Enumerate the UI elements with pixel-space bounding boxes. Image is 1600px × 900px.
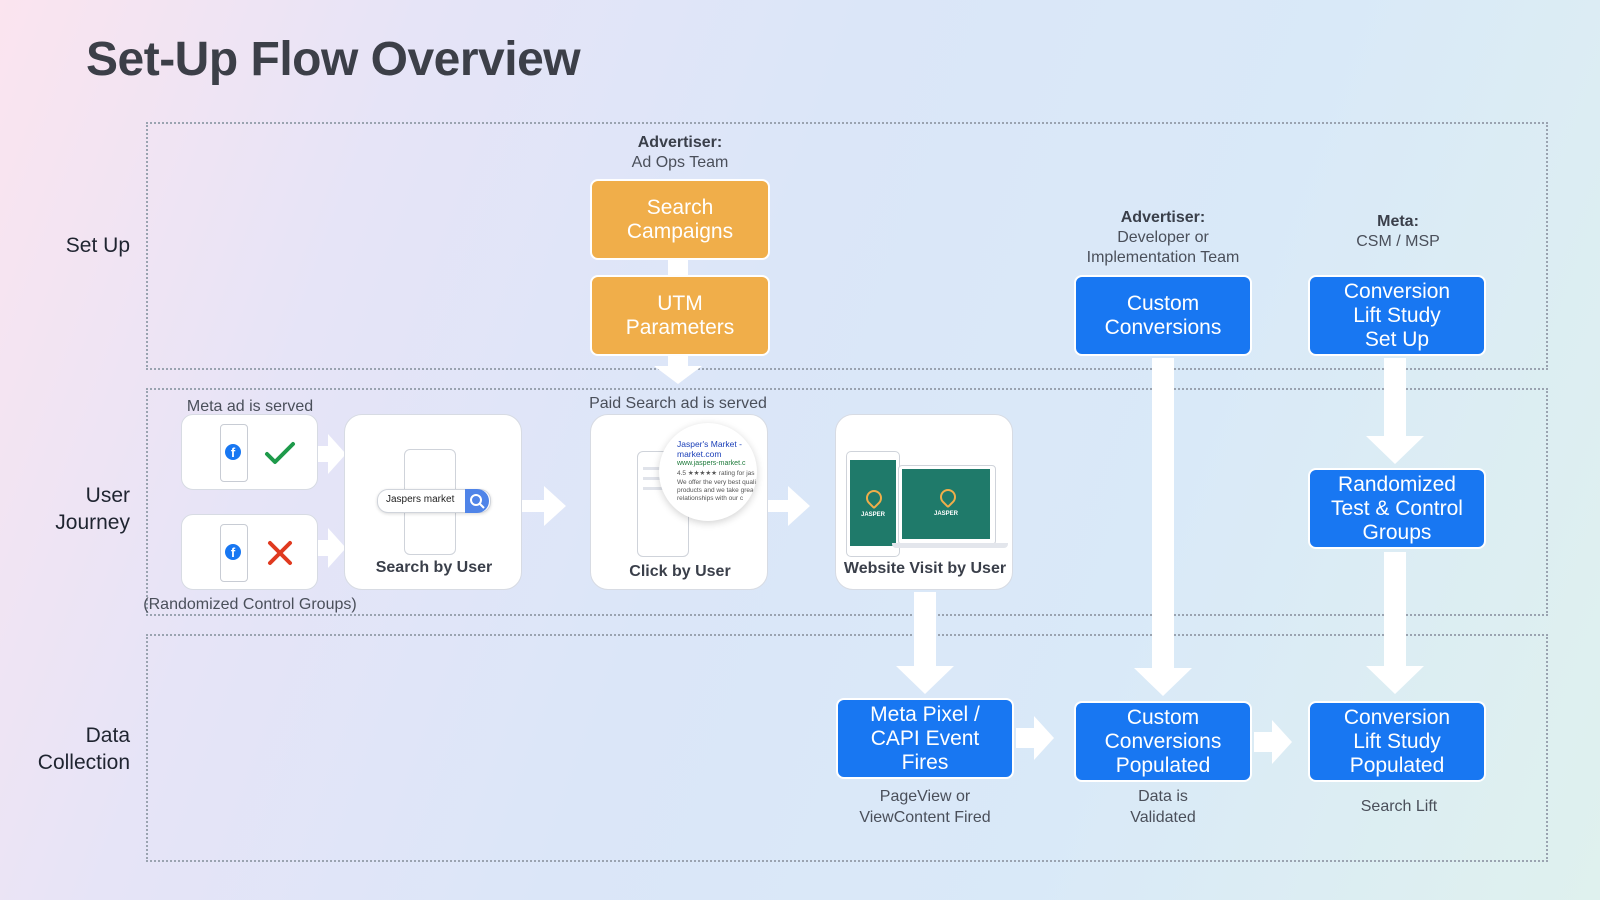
ad-url: www.jaspers-market.c (677, 460, 746, 467)
brand-text: JASPER (860, 512, 885, 518)
laptop-device: JASPER (898, 465, 996, 545)
row-label-set-up: Set Up (65, 234, 130, 257)
result-line (643, 467, 673, 470)
ad-desc-2: products and we take grea (677, 487, 754, 494)
box-search-campaigns[interactable]: Search Campaigns (590, 179, 770, 260)
facebook-icon: f (225, 444, 241, 460)
note-validated: Data is Validated (1130, 788, 1196, 826)
arrow-cc-to-populated (1134, 358, 1192, 696)
website-visit-label: Website Visit by User (843, 560, 1007, 577)
meta-ad-served-label: Meta ad is served (186, 398, 314, 415)
owner-developer-team: Developer or Implementation Team (1086, 229, 1240, 266)
meta-ad-served-card: f (181, 414, 318, 490)
search-by-user-card: Jaspers market Search by User (344, 414, 522, 590)
arrow-search-to-click (522, 486, 566, 526)
jasper-logo-icon (936, 485, 960, 509)
note-pageview: PageView or ViewContent Fired (859, 788, 991, 826)
search-query-text: Jaspers market (386, 494, 455, 505)
paid-search-served-label: Paid Search ad is served (589, 395, 767, 412)
owner-developer-role: Advertiser: (1120, 209, 1206, 226)
owner-meta: Meta: CSM / MSP (1300, 212, 1496, 252)
meta-ad-control-card: f (181, 514, 318, 590)
arrow-control-to-search (318, 528, 346, 568)
box-lift-populated[interactable]: Conversion Lift Study Populated (1308, 701, 1486, 782)
ad-desc-3: relationships with our c (677, 495, 744, 502)
search-by-user-label: Search by User (375, 559, 493, 576)
result-line (643, 487, 671, 490)
box-randomized-groups[interactable]: Randomized Test & Control Groups (1308, 468, 1486, 549)
owner-ad-ops: Advertiser: Ad Ops Team (580, 133, 780, 173)
box-pixel-capi-fires[interactable]: Meta Pixel / CAPI Event Fires (836, 698, 1014, 779)
owner-ad-ops-team: Ad Ops Team (631, 154, 729, 171)
arrow-click-to-website (766, 486, 810, 526)
arrow-website-to-pixel (896, 592, 954, 694)
arrow-randomized-to-lift-populated (1366, 552, 1424, 694)
arrow-ad-served-to-search (318, 434, 346, 474)
box-utm-parameters[interactable]: UTM Parameters (590, 275, 770, 356)
ad-desc-1: We offer the very best quali (677, 479, 756, 486)
row-label-data-collection: Data Collection (37, 724, 130, 774)
magnifier-glyph (470, 494, 485, 509)
laptop-base (892, 543, 1008, 548)
arrow-lift-setup-to-randomized (1366, 358, 1424, 464)
box-lift-study-setup[interactable]: Conversion Lift Study Set Up (1308, 275, 1486, 356)
click-by-user-card: Jasper's Market - market.com www.jaspers… (590, 414, 768, 590)
tablet-device: JASPER (846, 451, 900, 557)
brand-text: JASPER (933, 511, 958, 517)
phone-icon (220, 424, 248, 482)
arrow-utm-to-paid-search (654, 354, 702, 384)
page-title: Set-Up Flow Overview (86, 33, 581, 86)
ad-title: Jasper's Market - (677, 439, 742, 449)
box-cc-populated[interactable]: Custom Conversions Populated (1074, 701, 1252, 782)
control-groups-label: (Randomized Control Groups) (143, 596, 357, 613)
owner-meta-team: CSM / MSP (1356, 233, 1440, 250)
cross-icon (268, 541, 292, 565)
owner-meta-role: Meta: (1377, 213, 1419, 230)
band-set-up (146, 122, 1548, 370)
owner-developer: Advertiser: Developer or Implementation … (1050, 208, 1276, 268)
box-custom-conversions[interactable]: Custom Conversions (1074, 275, 1252, 356)
arrow-pixel-to-cc-populated (1016, 716, 1054, 760)
band-user-journey (146, 388, 1548, 616)
owner-ad-ops-role: Advertiser: (637, 134, 723, 151)
facebook-icon: f (225, 544, 241, 560)
search-icon[interactable] (465, 489, 489, 513)
ad-domain: market.com (677, 449, 722, 459)
band-data-collection (146, 634, 1548, 862)
click-by-user-label: Click by User (629, 563, 731, 580)
ad-rating: 4.5 ★★★★★ rating for jas (677, 470, 755, 477)
website-visit-card: JASPER JASPER Website Visit by User (835, 414, 1013, 590)
check-icon (265, 442, 295, 464)
magnified-ad-result[interactable]: Jasper's Market - market.com www.jaspers… (659, 423, 757, 521)
row-label-user-journey: User Journey (55, 484, 130, 534)
note-search-lift: Search Lift (1360, 798, 1438, 815)
jasper-logo-icon (862, 486, 886, 510)
arrow-cc-populated-to-lift-populated (1254, 720, 1292, 764)
